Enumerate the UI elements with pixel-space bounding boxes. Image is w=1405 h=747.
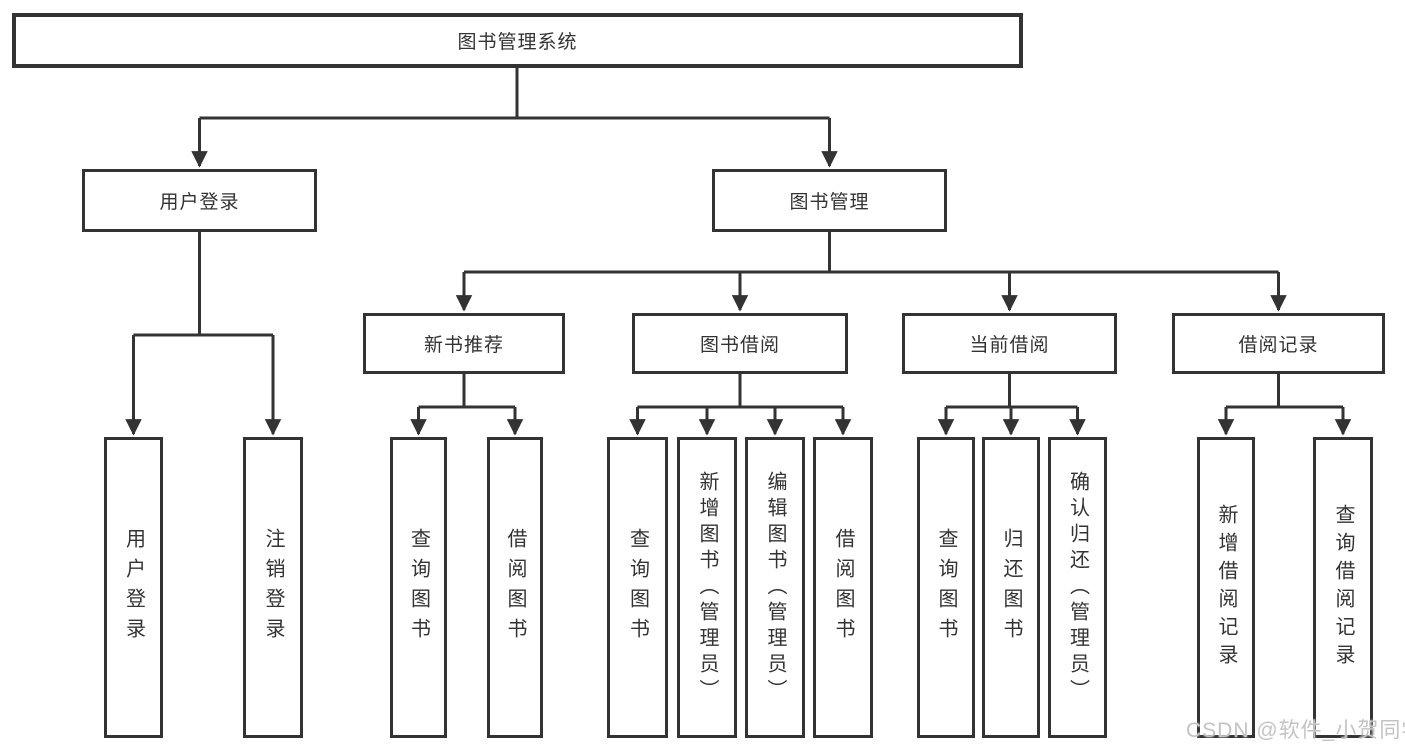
leaf-add-borrow-record: 新增借阅记录: [1197, 437, 1255, 738]
leaf-borrow-book-2: 借阅图书: [813, 437, 873, 738]
leaf-add-book-admin: 新增图书（管理员）: [677, 437, 737, 738]
leaf-logout: 注销登录: [243, 437, 303, 738]
leaf-query-book-3: 查询图书: [917, 437, 975, 738]
node-book-borrow: 图书借阅: [632, 313, 848, 374]
leaf-edit-book-admin: 编辑图书（管理员）: [745, 437, 805, 738]
leaf-user-login: 用户登录: [104, 437, 163, 738]
node-borrow-record: 借阅记录: [1172, 313, 1385, 374]
leaf-query-book-1: 查询图书: [390, 437, 447, 738]
node-new-book-recommend: 新书推荐: [363, 313, 565, 374]
csdn-watermark: CSDN @软件_小贺同学: [1186, 719, 1405, 742]
leaf-query-borrow-record: 查询借阅记录: [1313, 437, 1373, 738]
leaf-return-book: 归还图书: [982, 437, 1040, 738]
leaf-query-book-2: 查询图书: [607, 437, 668, 738]
node-book-management: 图书管理: [712, 169, 947, 232]
node-user-login: 用户登录: [82, 169, 317, 232]
leaf-borrow-book-1: 借阅图书: [487, 437, 543, 738]
node-current-borrow: 当前借阅: [902, 313, 1117, 374]
leaf-confirm-return-admin: 确认归还（管理员）: [1048, 437, 1107, 738]
node-root: 图书管理系统: [12, 13, 1023, 68]
